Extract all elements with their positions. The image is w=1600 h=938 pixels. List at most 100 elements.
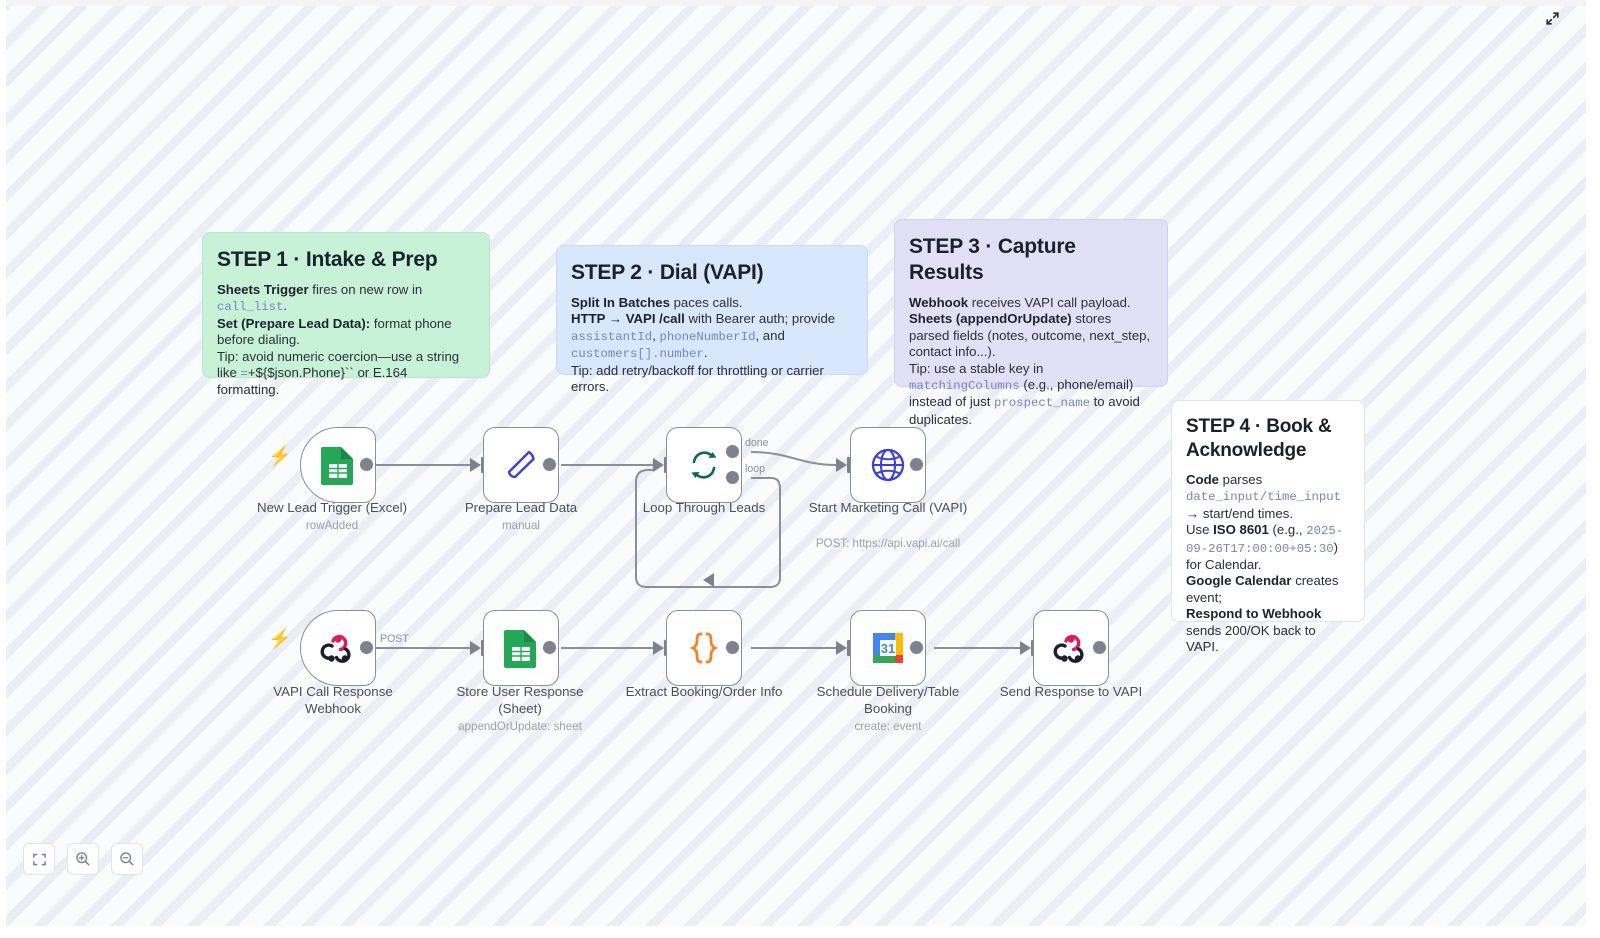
canvas-bottom-edge xyxy=(0,926,1600,938)
note-bold: Google Calendar xyxy=(1186,573,1292,589)
note-bold: Code xyxy=(1186,472,1219,487)
node-label-store-user-response: Store User Response (Sheet) xyxy=(456,684,584,716)
node-start-marketing-call[interactable] xyxy=(850,427,926,503)
note-text: +${$json.Phone}`` or E.164 formatting. xyxy=(217,365,408,398)
note-bold: Sheets Trigger xyxy=(217,282,309,297)
note-bold: ISO 8601 xyxy=(1213,522,1269,538)
note-bold: Respond to Webhook xyxy=(1186,606,1322,622)
output-dot-loop-loop[interactable] xyxy=(726,471,739,484)
note-text: sends 200/OK back to VAPI. xyxy=(1186,622,1316,655)
note-body: Webhook receives VAPI call payload. Shee… xyxy=(909,295,1151,428)
note-text: ) for Calendar. xyxy=(1186,539,1338,573)
output-dot-new-lead-trigger[interactable] xyxy=(360,458,373,471)
zoom-out-button[interactable] xyxy=(111,843,143,875)
note-text: (e.g., xyxy=(1268,522,1307,538)
note-text: with Bearer auth; provide xyxy=(684,311,836,327)
google-sheets-icon xyxy=(321,447,353,485)
note-text: fires on new row in xyxy=(308,282,423,297)
edit-pencil-icon xyxy=(507,450,535,479)
code-braces-icon xyxy=(689,632,719,664)
note-text: . xyxy=(703,345,708,361)
canvas-top-edge xyxy=(0,0,1600,6)
note-title: STEP 4 · Book & Acknowledge xyxy=(1186,416,1332,461)
note-code: 2025-09-26T17:00:00+05:30 xyxy=(1186,524,1344,556)
note-bold: HTTP → VAPI /call xyxy=(571,311,685,327)
sticky-note-step-2[interactable]: STEP 2 · Dial (VAPI) Split In Batches pa… xyxy=(556,245,868,394)
expand-fullscreen-button[interactable] xyxy=(1542,8,1562,28)
note-bold: Split In Batches xyxy=(571,295,670,310)
node-new-lead-trigger[interactable] xyxy=(300,427,376,503)
fit-screen-icon xyxy=(32,853,46,865)
note-code: call_list xyxy=(217,300,284,315)
zoom-out-icon xyxy=(120,852,134,866)
sticky-note-step-4[interactable]: STEP 4 · Book & Acknowledge Code parses … xyxy=(1171,400,1365,654)
note-title: STEP 2 · Dial (VAPI) xyxy=(571,261,764,284)
output-dot-extract-booking-order-info[interactable] xyxy=(726,641,739,654)
note-code: prospect_name xyxy=(994,396,1090,411)
note-text: parses xyxy=(1218,472,1263,487)
note-body: Sheets Trigger fires on new row in call_… xyxy=(217,282,473,399)
output-dot-loop-done[interactable] xyxy=(726,445,739,458)
canvas-right-edge xyxy=(1586,0,1600,938)
webhook-icon xyxy=(320,634,351,663)
google-calendar-icon: 31 xyxy=(873,633,903,663)
node-sublabel-start-marketing-call: POST: https://api.vapi.ai/call xyxy=(815,537,961,550)
note-text: Tip: use a stable key in xyxy=(909,360,1044,376)
note-bold: Webhook xyxy=(909,295,969,310)
node-sublabel-prepare-lead-data: manual xyxy=(501,519,541,532)
sticky-note-step-1[interactable]: STEP 1 · Intake & Prep Sheets Trigger fi… xyxy=(202,232,490,397)
output-dot-vapi-webhook[interactable] xyxy=(360,641,373,654)
google-sheets-icon xyxy=(504,630,536,668)
output-dot-send-response-to-vapi[interactable] xyxy=(1093,641,1106,654)
loop-refresh-icon xyxy=(691,451,717,479)
node-schedule-delivery-table-booking[interactable]: 31 xyxy=(850,610,926,686)
note-text: (e.g., phone/email) instead of just xyxy=(909,377,1134,410)
note-code: phoneNumberId xyxy=(659,329,756,344)
node-label-send-response-to-vapi: Send Response to VAPI xyxy=(999,684,1143,699)
node-label-prepare-lead-data: Prepare Lead Data xyxy=(464,500,578,515)
note-title: STEP 1 · Intake & Prep xyxy=(217,248,438,271)
note-code: time_input xyxy=(1267,490,1341,505)
webhook-icon xyxy=(1053,634,1084,663)
note-code: customers[].number xyxy=(571,347,704,362)
zoom-in-icon xyxy=(76,852,90,866)
output-dot-schedule-delivery[interactable] xyxy=(910,641,923,654)
note-code: assistantId xyxy=(571,329,653,344)
expand-arrows-icon xyxy=(1545,11,1559,25)
note-bold: Sheets (appendOrUpdate) xyxy=(909,311,1072,327)
output-dot-prepare-lead-data[interactable] xyxy=(543,458,556,471)
output-dot-start-marketing-call[interactable] xyxy=(910,458,923,471)
sticky-note-step-3[interactable]: STEP 3 · Capture Results Webhook receive… xyxy=(894,219,1168,427)
note-text: Use xyxy=(1186,522,1214,538)
note-text: receives VAPI call payload. xyxy=(968,295,1131,310)
trigger-bolt-icon: ⚡ xyxy=(268,446,292,467)
note-bold: Set (Prepare Lead Data): xyxy=(217,315,371,331)
note-text: stores parsed fields (notes, outcome, ne… xyxy=(909,311,1151,360)
globe-http-icon xyxy=(871,448,905,482)
output-dot-store-user-response[interactable] xyxy=(543,641,556,654)
svg-text:31: 31 xyxy=(881,641,895,656)
edge-label-post: POST xyxy=(380,633,409,645)
fit-to-view-button[interactable] xyxy=(23,843,55,875)
node-label-start-marketing-call: Start Marketing Call (VAPI) xyxy=(808,500,968,515)
node-sublabel-store-user-response: appendOrUpdate: sheet xyxy=(458,720,582,733)
node-label-new-lead-trigger: New Lead Trigger (Excel) xyxy=(256,500,408,515)
note-text: , xyxy=(652,327,660,343)
note-text: to avoid duplicates. xyxy=(909,394,1140,427)
node-sublabel-new-lead-trigger: rowAdded xyxy=(305,519,359,532)
edge-label-loop: loop xyxy=(745,463,766,475)
note-text: creates event; xyxy=(1186,573,1339,605)
zoom-in-button[interactable] xyxy=(67,843,99,875)
note-text: . xyxy=(283,298,288,314)
note-code: date_input xyxy=(1186,490,1260,505)
node-sublabel-schedule-delivery-table-booking: create: event xyxy=(854,720,922,733)
note-text: paces calls. xyxy=(669,295,743,310)
note-code: = xyxy=(240,367,248,382)
node-label-extract-booking-order-info: Extract Booking/Order Info xyxy=(625,684,783,699)
note-text: format phone before dialing. xyxy=(217,315,452,348)
note-title: STEP 3 · Capture Results xyxy=(909,235,1076,284)
node-label-loop-through-leads: Loop Through Leads xyxy=(642,500,766,515)
node-loop-through-leads[interactable] xyxy=(666,427,742,503)
node-label-schedule-delivery-table-booking: Schedule Delivery/Table Booking xyxy=(816,684,960,716)
